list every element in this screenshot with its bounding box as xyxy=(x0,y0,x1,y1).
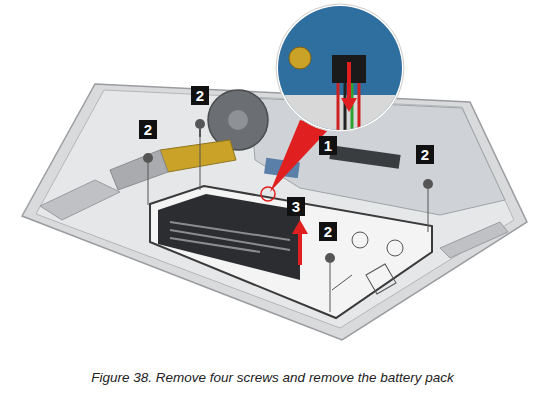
arrow-head xyxy=(341,98,357,112)
fan xyxy=(208,90,268,150)
speaker xyxy=(440,222,508,258)
screw-shaft xyxy=(199,129,201,137)
wire xyxy=(344,83,347,140)
callout-number: 2 xyxy=(139,120,157,139)
battery-pack xyxy=(150,186,432,318)
callout-number: 1 xyxy=(319,136,337,155)
screw-guide xyxy=(148,163,149,205)
battery-icon xyxy=(387,240,403,256)
connector-highlight xyxy=(261,187,275,201)
zoom-detail xyxy=(270,0,420,140)
battery-icon xyxy=(332,275,352,290)
unplug-arrow xyxy=(347,62,351,100)
screw-head xyxy=(143,153,153,163)
heat-pad xyxy=(160,140,236,172)
wire xyxy=(358,83,361,140)
screw-head xyxy=(423,179,433,189)
lift-arrow xyxy=(298,232,302,265)
battery-icon xyxy=(352,232,368,248)
base-inner xyxy=(36,90,514,328)
zoom-pointer xyxy=(270,120,330,192)
label-line xyxy=(170,222,290,240)
callout-number: 2 xyxy=(319,222,337,241)
speaker xyxy=(40,180,120,220)
label-line xyxy=(170,238,260,252)
screw xyxy=(423,179,433,232)
screw-guide xyxy=(200,137,201,190)
screw xyxy=(325,253,335,312)
screw-guide xyxy=(428,189,429,232)
arrow-head xyxy=(292,220,308,234)
callout-number: 3 xyxy=(287,197,305,216)
fan-hub xyxy=(228,110,248,130)
screw xyxy=(195,119,205,137)
shield xyxy=(110,150,168,190)
screw xyxy=(143,153,153,205)
screw-guide xyxy=(330,263,331,312)
zoom-board xyxy=(270,0,420,140)
callout-number: 2 xyxy=(191,86,209,105)
wire xyxy=(337,83,340,140)
figure-caption: Figure 38. Remove four screws and remove… xyxy=(0,370,545,385)
zoom-screw-pad xyxy=(289,47,311,69)
screw-head xyxy=(195,119,205,129)
screw-head xyxy=(325,253,335,263)
recycle-icon xyxy=(366,264,396,294)
laptop-base xyxy=(22,84,527,340)
battery-label-dark xyxy=(158,194,300,280)
ssd xyxy=(329,145,400,169)
callout-number: 2 xyxy=(416,145,434,164)
